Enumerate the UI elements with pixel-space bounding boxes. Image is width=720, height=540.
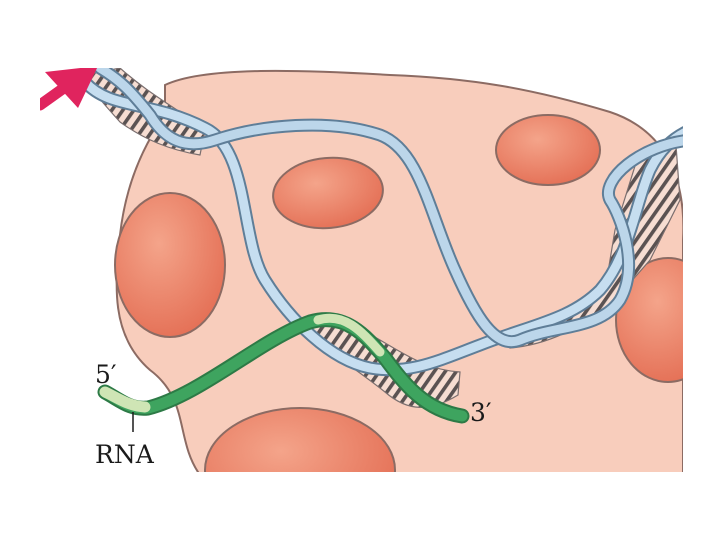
protein-lobe-top-right <box>495 114 601 186</box>
protein-lobe-bottom <box>204 407 396 472</box>
rna-label: RNA <box>95 440 155 469</box>
transcription-direction-arrow <box>40 68 98 111</box>
five-prime-label: 5′ <box>95 360 117 389</box>
rna-strand <box>97 312 470 424</box>
protein-lobe-right <box>615 257 683 383</box>
three-prime-label: 3′ <box>470 398 492 427</box>
protein-lobe-center <box>272 156 384 230</box>
protein-lobe-left <box>114 192 226 338</box>
